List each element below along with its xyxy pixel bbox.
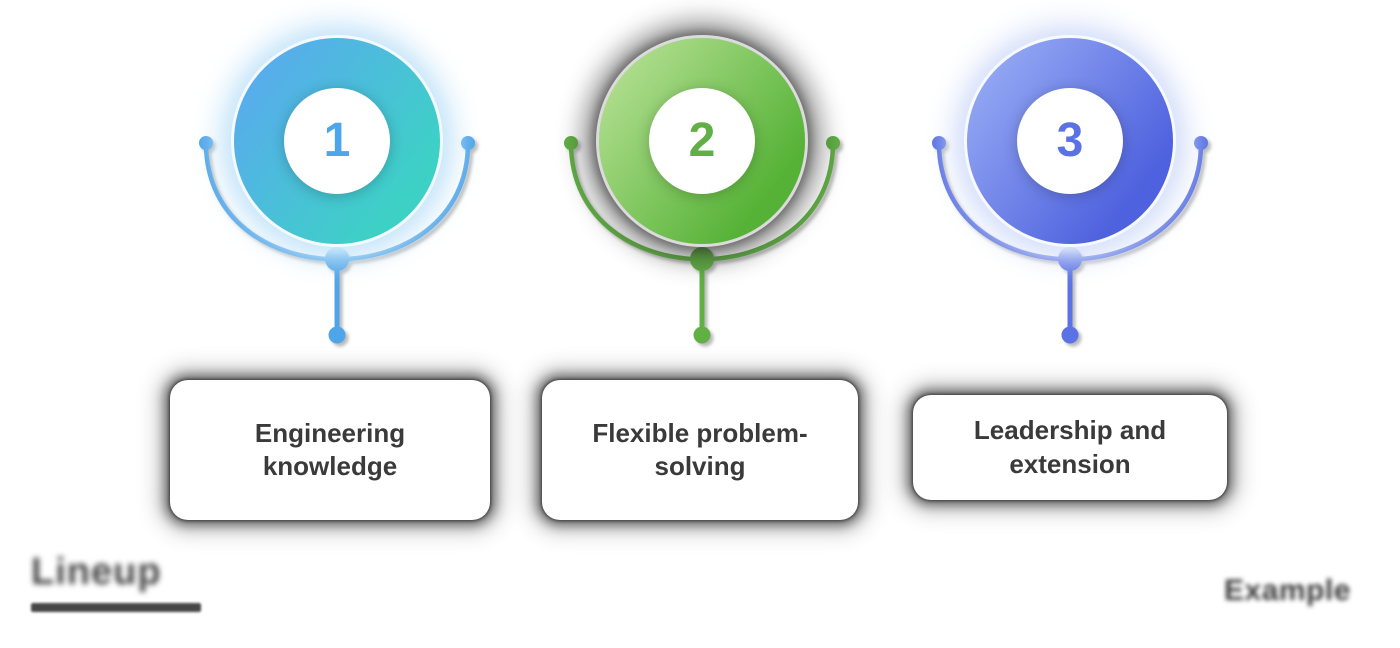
arc-end-dot-left [932, 136, 946, 150]
connector-arc [564, 136, 840, 344]
example-note: Example [1224, 574, 1351, 607]
stem-end-dot [328, 326, 346, 344]
arc-end-dot-right [461, 136, 475, 150]
step-circle: 3 [967, 38, 1173, 244]
step-label: Leadership and extension [973, 415, 1167, 479]
brand-tagline-bar [31, 603, 201, 612]
step-circle: 2 [599, 38, 805, 244]
arc-end-dot-right [1194, 136, 1208, 150]
step-number: 2 [688, 114, 716, 167]
connector-arc [199, 136, 475, 344]
step-number: 3 [1056, 114, 1084, 167]
arc-end-dot-right [826, 136, 840, 150]
stem-end-dot [1061, 326, 1079, 344]
step-label: Flexible problem-solving [592, 417, 808, 481]
step-label-card: Leadership and extension [913, 395, 1227, 500]
step-number-disc: 2 [649, 88, 755, 194]
step-number: 1 [323, 114, 351, 167]
arc-end-dot-left [564, 136, 578, 150]
step-label-card: Flexible problem-solving [542, 380, 858, 520]
connector-arc [932, 136, 1208, 344]
step-number-disc: 3 [1017, 88, 1123, 194]
stem-end-dot [693, 326, 711, 344]
step-number-disc: 1 [284, 88, 390, 194]
step-label-card: Engineering knowledge [170, 380, 490, 520]
step-circle: 1 [234, 38, 440, 244]
arc-end-dot-left [199, 136, 213, 150]
step-label: Engineering knowledge [254, 417, 406, 481]
brand-wordmark: Lineup [31, 551, 162, 593]
